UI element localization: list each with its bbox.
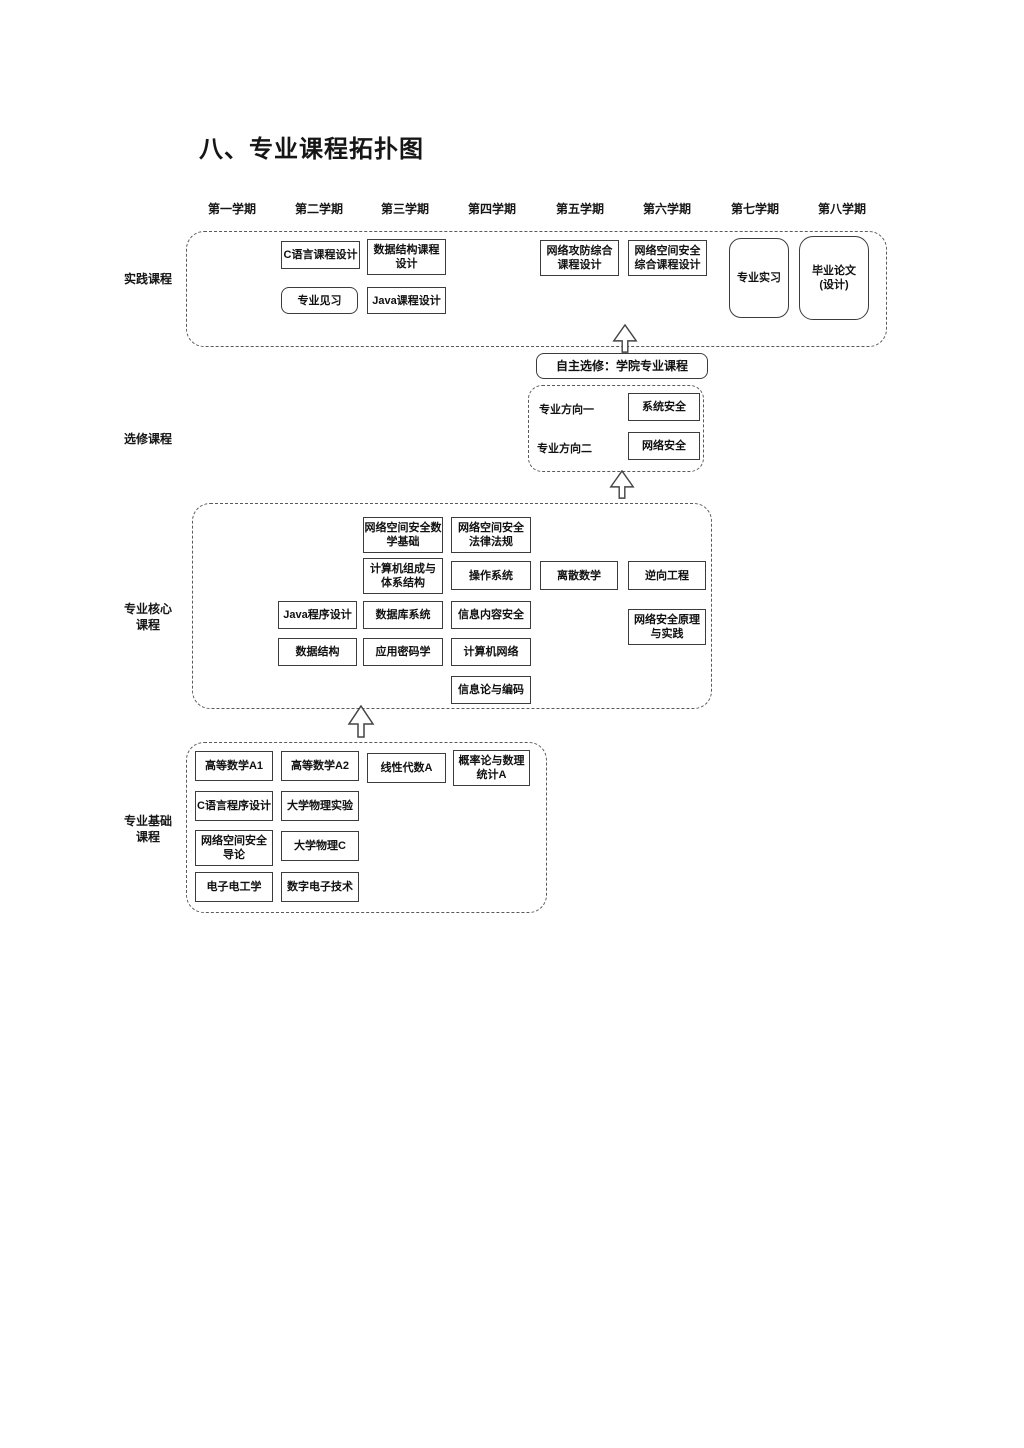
semester-header-7: 第七学期 xyxy=(730,202,779,216)
basic-course-box: 概率论与数理 统计A xyxy=(453,750,530,786)
core-course-box: 网络安全原理 与实践 xyxy=(628,609,706,645)
elective-section-container xyxy=(528,385,704,472)
practice-course-box: 专业见习 xyxy=(281,287,358,314)
elective-course-box: 网络安全 xyxy=(628,432,700,460)
semester-header-3: 第三学期 xyxy=(380,202,429,216)
core-course-box: 操作系统 xyxy=(451,561,531,590)
core-course-box: 离散数学 xyxy=(540,561,618,590)
elective-self-box: 自主选修：学院专业课程 xyxy=(536,353,708,379)
core-course-box: 信息内容安全 xyxy=(451,601,531,629)
core-course-box: Java程序设计 xyxy=(278,601,357,629)
section-label-basic: 专业基础 课程 xyxy=(123,814,172,844)
section-label-elective: 选修课程 xyxy=(123,432,172,446)
semester-header-6: 第六学期 xyxy=(642,202,691,216)
basic-course-box: 大学物理实验 xyxy=(281,791,359,821)
practice-course-box: 毕业论文 (设计) xyxy=(799,236,869,320)
basic-course-box: 电子电工学 xyxy=(195,872,273,902)
page-title: 八、专业课程拓扑图 xyxy=(199,136,424,163)
basic-course-box: 高等数学A2 xyxy=(281,751,359,781)
core-course-box: 网络空间安全数 学基础 xyxy=(363,517,443,553)
up-arrow-icon xyxy=(612,324,638,353)
up-arrow-icon xyxy=(347,705,375,738)
practice-course-box: 数据结构课程 设计 xyxy=(367,239,446,275)
semester-header-4: 第四学期 xyxy=(467,202,516,216)
elective-course-box: 系统安全 xyxy=(628,393,700,421)
semester-header-1: 第一学期 xyxy=(207,202,256,216)
direction-label: 专业方向一 xyxy=(539,404,594,416)
section-label-practice: 实践课程 xyxy=(123,272,172,286)
basic-course-box: 高等数学A1 xyxy=(195,751,273,781)
core-course-box: 应用密码学 xyxy=(363,638,443,666)
core-course-box: 逆向工程 xyxy=(628,561,706,590)
practice-course-box: 网络攻防综合 课程设计 xyxy=(540,240,619,276)
semester-header-2: 第二学期 xyxy=(294,202,343,216)
up-arrow-icon xyxy=(609,470,635,499)
core-course-box: 数据结构 xyxy=(278,638,357,666)
core-course-box: 计算机组成与 体系结构 xyxy=(363,558,443,594)
basic-course-box: 数字电子技术 xyxy=(281,872,359,902)
practice-course-box: C语言课程设计 xyxy=(281,241,360,269)
section-label-core: 专业核心 课程 xyxy=(123,602,172,632)
practice-section-container xyxy=(186,231,887,347)
practice-course-box: Java课程设计 xyxy=(367,287,446,314)
basic-course-box: 线性代数A xyxy=(367,753,446,783)
basic-course-box: 大学物理C xyxy=(281,831,359,861)
practice-course-box: 专业实习 xyxy=(729,238,789,318)
practice-course-box: 网络空间安全 综合课程设计 xyxy=(628,240,707,276)
semester-header-5: 第五学期 xyxy=(555,202,604,216)
basic-course-box: 网络空间安全 导论 xyxy=(195,830,273,866)
basic-section-container xyxy=(186,742,547,913)
core-section-container xyxy=(192,503,712,709)
basic-course-box: C语言程序设计 xyxy=(195,791,273,821)
core-course-box: 计算机网络 xyxy=(451,638,531,666)
core-course-box: 数据库系统 xyxy=(363,601,443,629)
core-course-box: 网络空间安全 法律法规 xyxy=(451,517,531,553)
semester-header-8: 第八学期 xyxy=(817,202,866,216)
direction-label: 专业方向二 xyxy=(537,443,592,455)
core-course-box: 信息论与编码 xyxy=(451,676,531,704)
